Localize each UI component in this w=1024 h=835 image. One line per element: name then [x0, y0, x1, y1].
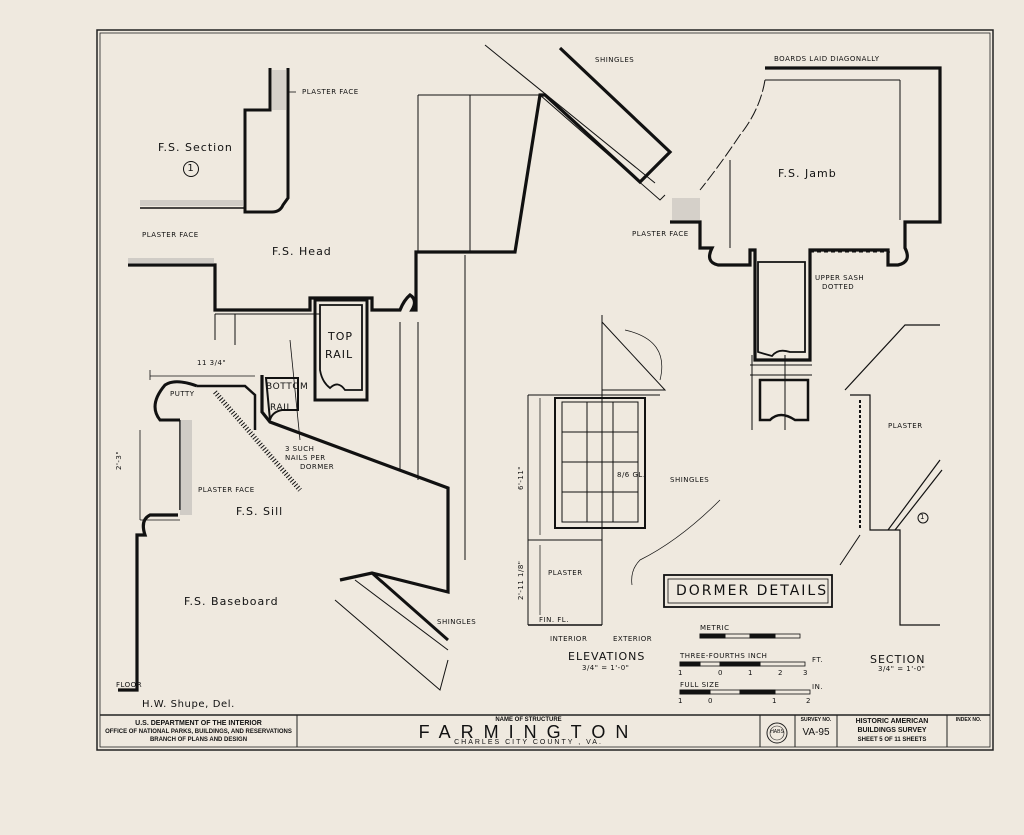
- structure-name-label: NAME OF STRUCTURE: [495, 717, 562, 723]
- survey-no: VA-95: [802, 727, 830, 738]
- plaster-elev-label: PLASTER: [548, 569, 583, 577]
- elevations-scale-label: 3/4" = 1'-0": [582, 664, 630, 672]
- section-scale-label: 3/4" = 1'-0": [878, 665, 926, 673]
- dim-11-label: 11 3/4": [197, 359, 227, 367]
- fin-fl-label: FIN. FL.: [539, 616, 569, 624]
- agency-line-2: OFFICE OF NATIONAL PARKS, BUILDINGS, AND…: [105, 729, 292, 735]
- upper-sash-label: UPPER SASH: [815, 274, 865, 282]
- dim-2-11-label: 2'-11 1/8": [517, 560, 525, 600]
- section-label: SECTION: [870, 653, 926, 666]
- scale-bars: [679, 633, 811, 695]
- bottom-label: BOTTOM: [266, 382, 309, 392]
- title-block-grid: [100, 714, 990, 747]
- metric-label: METRIC: [700, 624, 730, 632]
- ft-label: FT.: [812, 656, 824, 664]
- section-tag-label: 1: [920, 513, 925, 521]
- plaster-face-sill-label: PLASTER FACE: [198, 486, 255, 494]
- nails-label-3: DORMER: [300, 463, 335, 471]
- fs-jamb-profile: [670, 66, 942, 430]
- scale2-tick: 1: [678, 669, 683, 677]
- section-drawing: [839, 324, 943, 626]
- elevation-drawing: [527, 315, 721, 626]
- scale3-tick: 0: [708, 697, 713, 705]
- outer-border: [96, 29, 994, 751]
- in-label: IN.: [812, 683, 824, 691]
- fs-head-label: F.S. Head: [272, 245, 332, 258]
- interior-label: INTERIOR: [550, 635, 588, 643]
- scale3-tick: 2: [806, 697, 811, 705]
- dormer-details-frame: [663, 574, 833, 608]
- scale3-tick: 1: [772, 697, 777, 705]
- nails-label-2: NAILS PER: [285, 454, 326, 462]
- shingles-bottom-label: SHINGLES: [437, 618, 477, 626]
- fs-section-profile: [140, 68, 296, 214]
- habs-line-2: BUILDINGS SURVEY: [857, 727, 927, 734]
- structure-location: CHARLES CITY COUNTY , VA.: [454, 739, 603, 746]
- dim-6-11-label: 6'-11": [517, 465, 525, 490]
- sheet-number: SHEET 5 OF 11 SHEETS: [857, 737, 927, 743]
- shingles-bottom-profile: [334, 571, 449, 691]
- structure-name: FARMINGTON: [418, 722, 639, 742]
- top-label: TOP: [328, 330, 354, 343]
- plaster-section-label: PLASTER: [888, 422, 923, 430]
- full-size-label: FULL SIZE: [680, 681, 720, 689]
- exterior-label: EXTERIOR: [613, 635, 653, 643]
- rail-label: RAIL: [325, 348, 354, 361]
- fs-jamb-label: F.S. Jamb: [778, 167, 837, 180]
- fs-baseboard-label: F.S. Baseboard: [184, 595, 279, 608]
- agency-line-3: BRANCH OF PLANS AND DESIGN: [149, 737, 248, 743]
- scale3-tick: 1: [678, 697, 683, 705]
- scale2-tick: 2: [778, 669, 783, 677]
- agency-line-1: U.S. DEPARTMENT OF THE INTERIOR: [135, 720, 262, 727]
- fs-head-profile: [128, 44, 673, 560]
- fs-section-label: F.S. Section: [158, 141, 233, 154]
- shingles-mid-label: SHINGLES: [670, 476, 710, 484]
- plaster-face-jamb-label: PLASTER FACE: [632, 230, 689, 238]
- glass-label: 8/6 GL.: [617, 471, 646, 479]
- scale2-tick: 0: [718, 669, 723, 677]
- section-number-tag: 1: [183, 161, 199, 177]
- fs-baseboard-profile: [118, 513, 178, 692]
- three-fourths-label: THREE-FOURTHS INCH: [680, 652, 768, 660]
- floor-label: FLOOR: [116, 681, 143, 689]
- scale2-tick: 1: [748, 669, 753, 677]
- habs-seal: HABS: [770, 729, 784, 735]
- habs-line-1: HISTORIC AMERICAN: [855, 718, 929, 725]
- putty-label: PUTTY: [170, 390, 195, 398]
- delineator-signature: H.W. Shupe, Del.: [142, 699, 235, 710]
- elevations-label: ELEVATIONS: [568, 650, 646, 663]
- inner-border: [99, 32, 991, 748]
- fs-sill-label: F.S. Sill: [236, 505, 284, 518]
- nails-label-1: 3 SUCH: [285, 445, 315, 453]
- shingles-top-label: SHINGLES: [595, 56, 635, 64]
- plaster-face-label-2: PLASTER FACE: [142, 231, 199, 239]
- boards-label: BOARDS LAID DIAGONALLY: [774, 55, 880, 63]
- index-no-label: INDEX NO.: [955, 717, 982, 723]
- scale2-tick: 3: [803, 669, 808, 677]
- plaster-face-label-1: PLASTER FACE: [302, 88, 359, 96]
- survey-no-label: SURVEY NO.: [800, 717, 832, 723]
- rail2-label: RAIL: [270, 403, 293, 413]
- dim-2-3-label: 2'-3": [115, 450, 123, 470]
- dormer-details-title: DORMER DETAILS: [676, 583, 829, 599]
- dotted-label: DOTTED: [822, 283, 855, 291]
